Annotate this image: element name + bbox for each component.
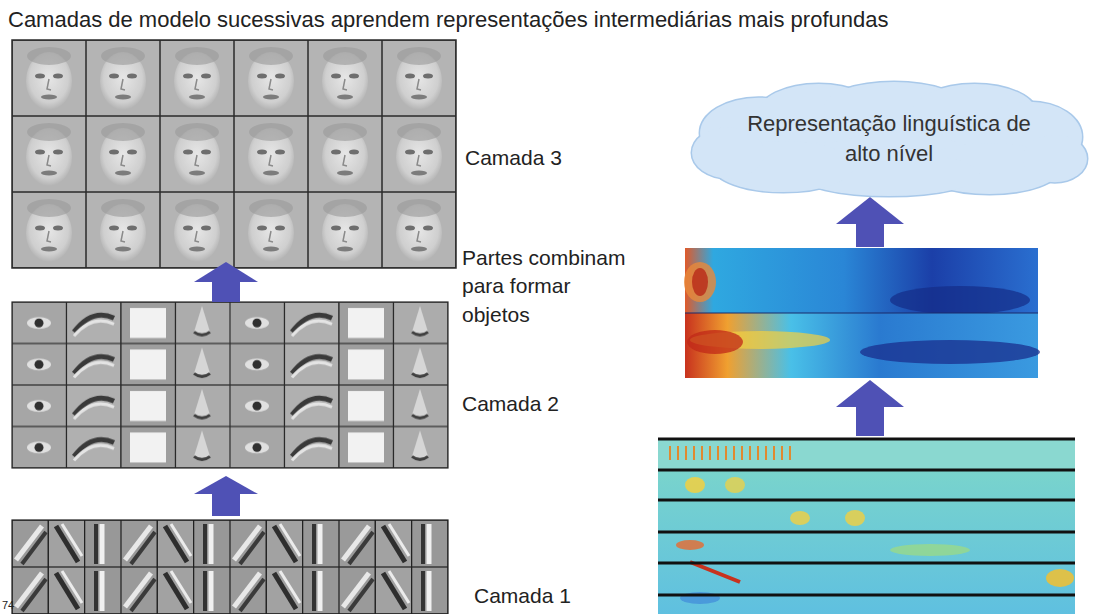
cloud-node: Representação linguística de alto nível <box>688 80 1090 198</box>
layer-label: Camada 3 <box>465 144 562 172</box>
page-number: 74 <box>2 600 14 611</box>
spectrogram-low <box>658 438 1075 614</box>
face-features <box>12 40 456 268</box>
spectrogram-high <box>684 248 1040 378</box>
annotation: Partes combinam para formar objetos <box>462 244 644 329</box>
layer-label: Camada 1 <box>474 582 571 610</box>
edge-features <box>12 520 448 614</box>
cloud-shape <box>688 80 1090 198</box>
title: Camadas de modelo sucessivas aprendem re… <box>8 5 888 35</box>
part-features <box>12 302 448 468</box>
cloud-text: Representação linguística de alto nível <box>739 109 1039 168</box>
layer-label: Camada 2 <box>462 390 559 418</box>
